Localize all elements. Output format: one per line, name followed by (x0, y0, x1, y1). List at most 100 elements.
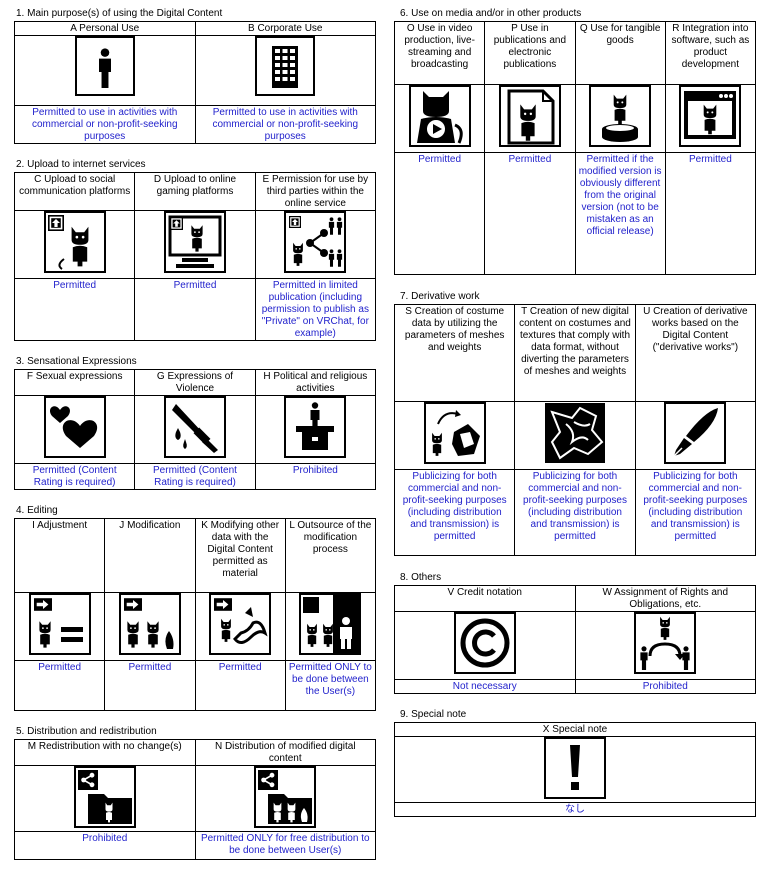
building-icon (255, 36, 316, 96)
cell-icon-v (394, 611, 576, 680)
cell-icon-e (254, 210, 377, 279)
cell-icon-t (514, 401, 636, 470)
cell-header-b: B Corporate Use (194, 21, 376, 36)
knife-icon (163, 396, 226, 458)
cell-header-j: J Modification (104, 518, 196, 593)
cell-status-b: Permitted to use in activities with comm… (194, 105, 376, 144)
cell-icon-d (134, 210, 256, 279)
section-9-title: 9. Special note (400, 709, 467, 720)
outsource-icon (299, 593, 362, 655)
cell-status-q: Permitted if the modified version is obv… (574, 152, 666, 275)
cell-status-h: Prohibited (254, 463, 377, 490)
cell-icon-i (13, 592, 106, 661)
adjust-icon (28, 593, 91, 655)
cell-header-m: M Redistribution with no change(s) (14, 739, 196, 766)
section-3-title: 3. Sensational Expressions (16, 356, 137, 367)
cell-header-v: V Credit notation (394, 585, 576, 612)
cell-status-g: Permitted (Content Rating is required) (134, 463, 256, 490)
assignment-icon (634, 612, 697, 674)
cell-header-l: L Outsource of the modification process (284, 518, 377, 593)
cell-header-q: Q Use for tangible goods (574, 21, 666, 85)
cell-status-s: Publicizing for both commercial and non-… (393, 469, 516, 556)
cell-status-t: Publicizing for both commercial and non-… (514, 469, 636, 556)
cell-header-a: A Personal Use (14, 21, 196, 36)
share-modified-folder-icon (254, 766, 317, 828)
cell-icon-s (393, 401, 516, 470)
cell-header-g: G Expressions of Violence (134, 369, 256, 396)
upload-monitor-icon (163, 211, 226, 273)
cell-status-d: Permitted (134, 278, 256, 341)
cell-header-c: C Upload to social communication platfor… (13, 172, 136, 211)
cell-header-u: U Creation of derivative works based on … (634, 304, 757, 402)
cell-icon-g (134, 395, 256, 464)
cell-status-e: Permitted in limited publication (includ… (254, 278, 377, 341)
cell-icon-a (14, 35, 196, 106)
cell-header-d: D Upload to online gaming platforms (134, 172, 256, 211)
section-4-table: I Adjustment J Modification K Modifying … (13, 518, 377, 711)
cell-icon-w (574, 611, 756, 680)
cell-status-j: Permitted (104, 660, 196, 711)
cell-icon-m (14, 765, 196, 832)
cell-icon-k (194, 592, 286, 661)
section-3-table: F Sexual expressions G Expressions of Vi… (13, 369, 377, 490)
figure-icon (589, 85, 652, 147)
cell-status-x: なし (394, 802, 756, 817)
cell-header-h: H Political and religious activities (254, 369, 377, 396)
software-icon (679, 85, 742, 147)
section-7-title: 7. Derivative work (400, 291, 480, 302)
section-8-table: V Credit notation W Assignment of Rights… (394, 585, 756, 694)
fabric-icon (544, 403, 605, 463)
cell-status-v: Not necessary (394, 679, 576, 694)
cell-status-k: Permitted (194, 660, 286, 711)
cell-status-i: Permitted (13, 660, 106, 711)
cell-icon-n (194, 765, 376, 832)
costume-icon (423, 402, 486, 464)
cell-icon-l (284, 592, 377, 661)
cell-status-m: Prohibited (14, 831, 196, 860)
cell-header-s: S Creation of costume data by utilizing … (393, 304, 516, 402)
cell-status-r: Permitted (664, 152, 757, 275)
cell-status-f: Permitted (Content Rating is required) (13, 463, 136, 490)
section-2-table: C Upload to social communication platfor… (13, 172, 377, 341)
cell-icon-c (13, 210, 136, 279)
cell-status-w: Prohibited (574, 679, 756, 694)
cell-icon-r (664, 84, 757, 153)
exclamation-icon (544, 737, 606, 799)
cell-icon-q (574, 84, 666, 153)
modify-icon (118, 593, 181, 655)
cell-header-w: W Assignment of Rights and Obligations, … (574, 585, 756, 612)
share-folder-icon (73, 766, 136, 828)
cell-status-o: Permitted (393, 152, 486, 275)
cell-icon-o (393, 84, 486, 153)
podium-icon (284, 396, 347, 458)
cell-header-i: I Adjustment (13, 518, 106, 593)
cell-header-x: X Special note (394, 722, 756, 737)
cell-icon-h (254, 395, 377, 464)
cell-icon-u (634, 401, 757, 470)
publication-icon (498, 85, 561, 147)
pen-icon (664, 402, 727, 464)
cell-status-p: Permitted (484, 152, 576, 275)
section-8-title: 8. Others (400, 572, 442, 583)
section-7-table: S Creation of costume data by utilizing … (393, 304, 757, 556)
cell-status-a: Permitted to use in activities with comm… (14, 105, 196, 144)
section-1-title: 1. Main purpose(s) of using the Digital … (16, 8, 223, 19)
section-9-table: X Special note なし (394, 722, 756, 817)
section-5-title: 5. Distribution and redistribution (16, 726, 157, 737)
cell-icon-x (394, 736, 756, 803)
section-2-title: 2. Upload to internet services (16, 159, 146, 170)
cell-header-p: P Use in publications and electronic pub… (484, 21, 576, 85)
cell-header-n: N Distribution of modified digital conte… (194, 739, 376, 766)
cell-header-t: T Creation of new digital content on cos… (514, 304, 636, 402)
cell-icon-b (194, 35, 376, 106)
cell-status-n: Permitted ONLY for free distribution to … (194, 831, 376, 860)
cell-header-k: K Modifying other data with the Digital … (194, 518, 286, 593)
cell-header-o: O Use in video production, live-streamin… (393, 21, 486, 85)
section-4-title: 4. Editing (16, 505, 58, 516)
section-6-table: O Use in video production, live-streamin… (393, 21, 757, 275)
cell-header-r: R Integration into software, such as pro… (664, 21, 757, 85)
cell-icon-p (484, 84, 576, 153)
cell-header-e: E Permission for use by third parties wi… (254, 172, 377, 211)
cell-status-u: Publicizing for both commercial and non-… (634, 469, 757, 556)
section-1-table: A Personal Use B Corporate Use (14, 21, 376, 144)
